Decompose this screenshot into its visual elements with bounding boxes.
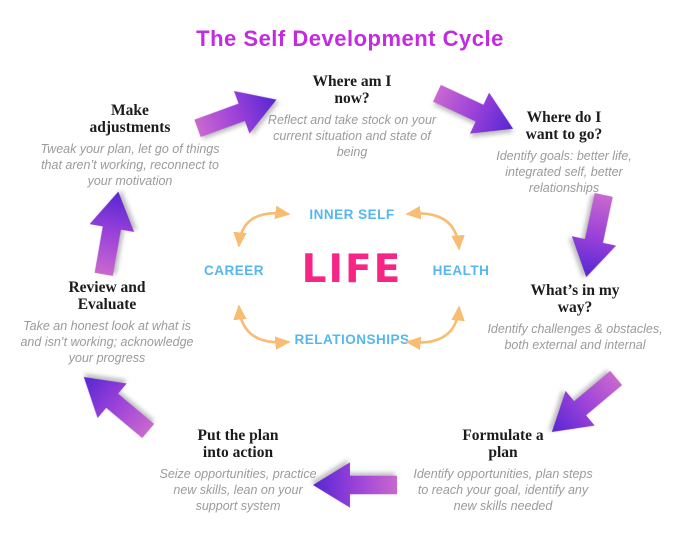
step-description: Reflect and take stock on your current s… — [267, 113, 437, 159]
aspect-inner-self-label: INNER SELF — [309, 207, 395, 222]
step-heading: Review and Evaluate — [68, 279, 146, 313]
step-heading: Where am I now? — [312, 73, 392, 107]
step-heading: Make adjustments — [89, 102, 171, 136]
step-make-adjustments: Make adjustments Tweak your plan, let go… — [15, 102, 245, 189]
step-where-am-i-now: Where am I now? Reflect and take stock o… — [237, 73, 467, 160]
arc-career-innerself-icon — [233, 205, 291, 248]
step-description: Identify goals: better life, integrated … — [496, 149, 632, 195]
cycle-arrow-goal-to-obstacles-icon — [564, 190, 626, 282]
aspect-arcs — [233, 205, 465, 351]
step-description: Identify challenges & obstacles, both ex… — [487, 322, 663, 352]
aspect-career-label: CAREER — [203, 263, 265, 278]
arc-relationships-career-icon — [233, 304, 291, 350]
life-label: LIFE — [301, 247, 403, 292]
arc-innerself-health-icon — [405, 205, 465, 251]
cycle-arrow-review-to-adjustments-icon — [81, 187, 141, 279]
step-heading: Put the plan into action — [197, 427, 279, 461]
step-heading: Where do I want to go? — [525, 109, 603, 143]
step-heading: What’s in my way? — [530, 282, 620, 316]
arc-health-relationships-icon — [405, 305, 465, 351]
step-heading: Formulate a plan — [462, 427, 544, 461]
cycle-arrow-plan-to-action-icon — [313, 462, 397, 508]
step-whats-in-my-way: What’s in my way? Identify challenges & … — [460, 282, 690, 353]
step-put-plan-into-action: Put the plan into action Seize opportuni… — [123, 427, 353, 514]
step-description: Tweak your plan, let go of things that a… — [40, 142, 220, 188]
page-title: The Self Development Cycle — [196, 26, 504, 51]
step-description: Identify opportunities, plan steps to re… — [413, 467, 593, 513]
step-review-and-evaluate: Review and Evaluate Take an honest look … — [0, 279, 222, 366]
aspect-relationships-label: RELATIONSHIPS — [294, 332, 410, 347]
step-where-do-i-want-to-go: Where do I want to go? Identify goals: b… — [449, 109, 679, 196]
step-description: Take an honest look at what is and isn’t… — [20, 319, 194, 365]
step-formulate-a-plan: Formulate a plan Identify opportunities,… — [388, 427, 618, 514]
step-description: Seize opportunities, practice new skills… — [159, 467, 317, 513]
aspect-health-label: HEALTH — [432, 263, 490, 278]
